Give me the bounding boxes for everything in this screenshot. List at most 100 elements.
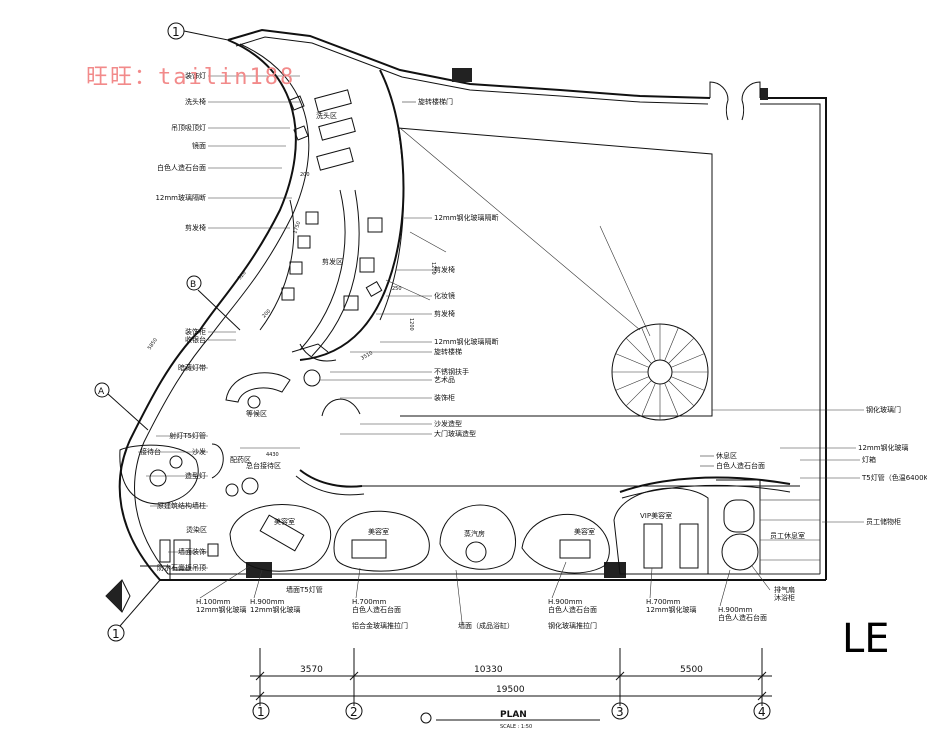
room-label-dye: 烫染区 bbox=[186, 525, 207, 534]
dimension-lines bbox=[240, 231, 772, 706]
left-note-1: 洗头椅 bbox=[185, 97, 206, 106]
bottom-note-9: H.900mm bbox=[548, 598, 583, 606]
axis-2: 2 bbox=[350, 705, 358, 719]
dim-local-1: 200 bbox=[300, 172, 310, 178]
left-note-9: 暗藏灯带 bbox=[178, 363, 206, 372]
bottom-note-17: 沐浴柜 bbox=[774, 593, 795, 602]
entrance-door bbox=[709, 81, 761, 121]
left-note-14: 墙面装饰 bbox=[178, 547, 206, 556]
drawing-title: PLAN bbox=[500, 710, 527, 720]
right-note-2: 剪发椅 bbox=[434, 265, 455, 274]
dim-local-4: 200 bbox=[261, 308, 272, 319]
room-label-vip: VIP美容室 bbox=[640, 511, 672, 520]
axis-4: 4 bbox=[758, 705, 766, 719]
title-bubble bbox=[420, 712, 432, 724]
bottom-note-13: 12mm钢化玻璃 bbox=[646, 605, 697, 614]
leader-bottom-1 bbox=[253, 569, 263, 599]
axis-3: 3 bbox=[616, 705, 624, 719]
right-note-9: 装饰柜 bbox=[434, 393, 455, 402]
bottom-note-0: H.100mm bbox=[196, 598, 231, 606]
bottom-note-15: 白色人造石台面 bbox=[718, 613, 767, 622]
axis-1: 1 bbox=[257, 705, 265, 719]
left-note-3: 镜面 bbox=[192, 141, 206, 150]
right-note-18: 员工储物柜 bbox=[866, 517, 901, 526]
left-note-11: 沙发 bbox=[192, 447, 206, 456]
leader-bottom-2 bbox=[355, 567, 361, 599]
dim-local-8: 1750 bbox=[292, 221, 302, 235]
axis-left-bottom: 1 bbox=[112, 627, 120, 641]
right-annotations: 旋转楼梯门12mm钢化玻璃隔断剪发椅化妆镜剪发椅12mm钢化玻璃隔断旋转楼梯不锈… bbox=[320, 97, 927, 526]
bottom-note-11: 钢化玻璃推拉门 bbox=[548, 621, 597, 630]
leader-bottom-6 bbox=[719, 569, 731, 607]
left-note-15: 防水石膏板吊顶 bbox=[157, 563, 206, 572]
decor-partitions bbox=[291, 343, 800, 499]
left-note-4: 白色人造石台面 bbox=[157, 163, 206, 172]
bottom-note-3: 12mm钢化玻璃 bbox=[250, 605, 301, 614]
bottom-note-12: H.700mm bbox=[646, 598, 681, 606]
room-label-staff: 员工休息室 bbox=[770, 531, 805, 540]
right-note-15: 白色人造石台面 bbox=[716, 461, 765, 470]
room-label-wait: 等候区 bbox=[246, 409, 267, 418]
bottom-note-2: H.900mm bbox=[250, 598, 285, 606]
upper-void-area bbox=[397, 127, 713, 417]
axis-left-top: 1 bbox=[172, 25, 180, 39]
right-note-14: 休息区 bbox=[716, 451, 737, 460]
room-label-steam: 蒸汽房 bbox=[464, 529, 485, 538]
axis-a: A bbox=[98, 387, 105, 397]
spiral-staircase bbox=[611, 323, 709, 421]
dim-local-6: 250 bbox=[392, 286, 402, 292]
right-note-1: 12mm钢化玻璃隔断 bbox=[434, 213, 499, 222]
room-label-wash: 洗头区 bbox=[316, 111, 337, 120]
left-note-12: 造型灯 bbox=[185, 471, 206, 480]
right-note-11: 大门玻璃造型 bbox=[434, 429, 476, 438]
room-label-beauty-3: 美容室 bbox=[574, 527, 595, 536]
dim-local-3: 5850 bbox=[147, 337, 159, 351]
right-note-6: 旋转楼梯 bbox=[434, 347, 462, 356]
left-annotations: 装饰灯洗头椅吊顶吸顶灯镜面白色人造石台面12mm玻璃隔断剪发椅装饰柜收银台暗藏灯… bbox=[138, 71, 300, 572]
left-note-6: 剪发椅 bbox=[185, 223, 206, 232]
left-note-13: 原建筑结构墙柱 bbox=[157, 501, 206, 510]
left-note-0: 装饰灯 bbox=[185, 71, 206, 80]
leader-bottom-5 bbox=[649, 567, 653, 599]
dim-local-2: 320 bbox=[237, 270, 248, 281]
cutting-station-arc bbox=[259, 189, 383, 357]
right-note-12: 钢化玻璃门 bbox=[866, 405, 901, 414]
north-arrow-icon bbox=[105, 579, 131, 613]
room-label-mix: 配药区 bbox=[230, 455, 251, 464]
right-note-3: 化妆镜 bbox=[434, 291, 455, 300]
right-note-8: 艺术品 bbox=[434, 375, 455, 384]
dim-segment-2: 10330 bbox=[474, 665, 503, 675]
left-note-8: 收银台 bbox=[185, 335, 206, 344]
right-note-7: 不锈钢扶手 bbox=[434, 367, 469, 376]
bottom-annotations: H.100mm12mm钢化玻璃H.900mm12mm钢化玻璃墙面T5灯管H.70… bbox=[196, 561, 795, 630]
room-label-beauty-1: 美容室 bbox=[274, 517, 295, 526]
dim-local-5: 1200 bbox=[430, 262, 436, 275]
right-note-5: 12mm钢化玻璃隔断 bbox=[434, 337, 499, 346]
exterior-walls bbox=[118, 28, 827, 581]
dim-local-10: 3510 bbox=[360, 350, 374, 362]
right-note-4: 剪发椅 bbox=[434, 309, 455, 318]
leader-bottom-0 bbox=[199, 565, 251, 599]
bottom-rooms bbox=[229, 479, 821, 575]
bottom-note-10: 白色人造石台面 bbox=[548, 605, 597, 614]
bottom-note-6: 白色人造石台面 bbox=[352, 605, 401, 614]
dim-segment-1: 3570 bbox=[300, 665, 323, 675]
left-note-7: 装饰柜 bbox=[185, 327, 206, 336]
watermark: 旺旺：tailin188 bbox=[86, 65, 295, 90]
room-label-cut: 剪发区 bbox=[322, 257, 343, 266]
dim-total: 19500 bbox=[496, 685, 525, 695]
right-note-17: T5灯管（色温6400K） bbox=[861, 473, 927, 482]
leader-bottom-4 bbox=[551, 561, 567, 599]
right-note-16: 灯箱 bbox=[862, 455, 876, 464]
bottom-note-16: 排气扇 bbox=[774, 585, 795, 594]
bottom-note-7: 铝合金玻璃推拉门 bbox=[352, 621, 408, 630]
bottom-note-14: H.900mm bbox=[718, 606, 753, 614]
wash-chairs bbox=[289, 89, 356, 171]
room-label-beauty-2: 美容室 bbox=[368, 527, 389, 536]
dim-local-9: 4430 bbox=[266, 452, 279, 458]
leader-bottom-3 bbox=[455, 569, 463, 623]
right-note-10: 沙发造型 bbox=[434, 419, 462, 428]
dim-segment-3: 5500 bbox=[680, 665, 703, 675]
lounge-furniture bbox=[119, 369, 361, 580]
